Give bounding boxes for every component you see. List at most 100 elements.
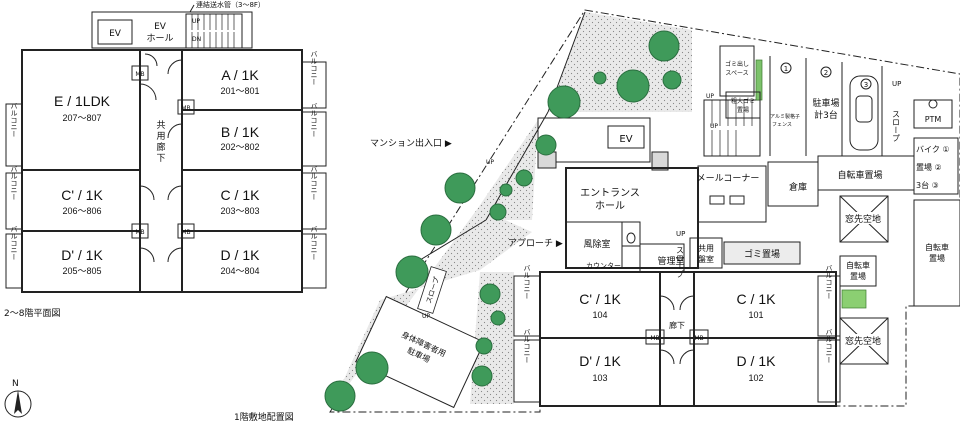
unit-range: 202～802 xyxy=(220,142,259,152)
ramp-slope: スロープ xyxy=(417,266,447,314)
bulky-garbage-label-1: 粗大ゴミ xyxy=(731,97,755,105)
upper-balcony-label: バルコニー xyxy=(10,226,18,261)
unit-name: C' / 1K xyxy=(61,187,103,203)
parking-number: 3 xyxy=(864,81,868,89)
ground-mb-box xyxy=(645,329,665,345)
upper-pipe-note: 連結送水管（3～8F） xyxy=(196,0,265,9)
garbage-space-area xyxy=(719,45,755,97)
upper-mb-label: MB xyxy=(135,71,144,78)
ground-floor-plan: EV エントランス ホール 風除室 カウンター 管理室 アプローチ ▶ マンショ… xyxy=(234,9,960,423)
unit-name: E / 1LDK xyxy=(54,93,111,109)
ptm-icon xyxy=(928,99,938,109)
bike-parking-top-area xyxy=(817,155,915,191)
car-icon xyxy=(849,75,879,151)
bike-parking-mid-area xyxy=(839,255,877,287)
upper-balcony-label: バルコニー xyxy=(10,103,18,138)
bike-space-line: 3台 ③ xyxy=(916,180,939,190)
tree-icon xyxy=(395,255,429,289)
upper-mb-label: MB xyxy=(181,105,190,112)
tree-icon xyxy=(475,337,493,355)
tree-icon xyxy=(662,70,682,90)
upper-balcony-label: バルコニー xyxy=(310,103,318,138)
bike-parking-right-label-2: 置場 xyxy=(929,253,945,263)
bike-parking-mid-label-1: 自転車 xyxy=(846,260,870,270)
disabled-parking-area: 身体障害者用 駐車場 xyxy=(355,295,485,409)
mansion-entrance-text: マンション出入口 xyxy=(370,137,442,149)
unit-name: D' / 1K xyxy=(61,247,103,263)
ground-balcony-label: バルコニー xyxy=(523,265,531,300)
ground-balcony-left-1 xyxy=(513,275,541,337)
window-space-box: 窓先空地 xyxy=(839,317,889,365)
tree-icon xyxy=(547,85,581,119)
tree-icon xyxy=(479,283,501,305)
tree-icon xyxy=(324,380,356,412)
ground-unit-name: D / 1K xyxy=(737,353,777,369)
ground-unit-number: 104 xyxy=(592,310,607,320)
upper-corridor-label: 共用廊下 xyxy=(156,120,165,164)
ground-unit-name: D' / 1K xyxy=(579,353,621,369)
bike-parking-top-label: 自転車置場 xyxy=(837,169,882,181)
ramp-up-label: UP xyxy=(422,313,430,320)
upper-balcony-left-2 xyxy=(5,172,23,230)
tree-icon xyxy=(499,183,513,197)
upper-balcony-right-3 xyxy=(301,172,327,230)
upper-ev-hall-label-1: EV xyxy=(154,22,167,32)
bike-parking-right-label-1: 自転車 xyxy=(925,242,949,252)
ground-floor-caption: 1階敷地配置図 xyxy=(234,411,294,423)
tree-icon xyxy=(648,30,680,62)
hedge-strip xyxy=(755,59,763,101)
unit-name: C / 1K xyxy=(221,187,261,203)
upper-balcony-right-2 xyxy=(301,111,327,167)
unit-range: 204～804 xyxy=(220,266,259,276)
tree-icon xyxy=(489,203,507,221)
upper-stair-dn: DN xyxy=(192,36,201,43)
tree-icon xyxy=(535,134,557,156)
tree-icon xyxy=(444,172,476,204)
ground-mb-label: MB xyxy=(650,335,659,342)
ground-balcony-label: バルコニー xyxy=(523,329,531,364)
ground-door-swings xyxy=(659,295,695,365)
ground-stair-treads xyxy=(711,100,753,156)
garden-mid xyxy=(478,120,538,220)
ground-balcony-right-2 xyxy=(817,339,841,403)
ground-unit-number: 101 xyxy=(748,310,763,320)
unit-range: 206～806 xyxy=(62,206,101,216)
window-space-box: 窓先空地 xyxy=(839,195,889,243)
upper-unit-labels: E / 1LDK 207～807 A / 1K 201～801 B / 1K 2… xyxy=(54,67,260,276)
upper-ev-box xyxy=(97,19,133,45)
tree-icon xyxy=(471,365,493,387)
car-window xyxy=(855,95,873,123)
ground-balcony-labels: バルコニー バルコニー バルコニー バルコニー xyxy=(523,265,833,364)
mailbox-icon xyxy=(709,195,725,205)
window-space-label: 窓先空地 xyxy=(845,213,881,225)
unit-range: 207～807 xyxy=(62,113,101,123)
unit-range: 201～801 xyxy=(220,86,259,96)
upper-ev-label: EV xyxy=(109,29,122,39)
upper-floor-caption: 2～8階平面図 xyxy=(4,308,60,319)
tree-icon xyxy=(490,310,506,326)
unit-name: D / 1K xyxy=(221,247,261,263)
window-space-label: 窓先空地 xyxy=(845,335,881,347)
upper-balcony-left-1 xyxy=(5,103,23,167)
garbage-space-label-2: スペース xyxy=(725,70,748,77)
tree-icon xyxy=(593,71,607,85)
ground-stair-up: UP xyxy=(706,93,714,100)
approach-text: アプローチ xyxy=(508,238,553,249)
shrub-patch xyxy=(841,289,867,309)
upper-mb-box xyxy=(177,99,195,115)
ground-unit-number: 102 xyxy=(748,373,763,383)
entrance-up-label: UP xyxy=(486,159,494,166)
upper-pipe-leader xyxy=(189,4,195,13)
upper-mb-box xyxy=(131,65,149,81)
unit-name: A / 1K xyxy=(221,67,259,83)
parking-label-2: 計3台 xyxy=(814,109,838,121)
ground-unit-labels: C' / 1K 104 C / 1K 101 D' / 1K 103 D / 1… xyxy=(579,291,776,383)
shared-panel-label-2: 盤室 xyxy=(698,254,714,264)
tree-icon xyxy=(355,351,389,385)
ground-mb-box xyxy=(689,329,709,345)
unit-name: B / 1K xyxy=(221,124,260,140)
upper-mb-box xyxy=(177,223,195,239)
garden-left xyxy=(330,208,532,410)
aluminum-fence-label-2: フェンス xyxy=(772,122,792,128)
center-slope-label: スロープ xyxy=(676,246,685,278)
